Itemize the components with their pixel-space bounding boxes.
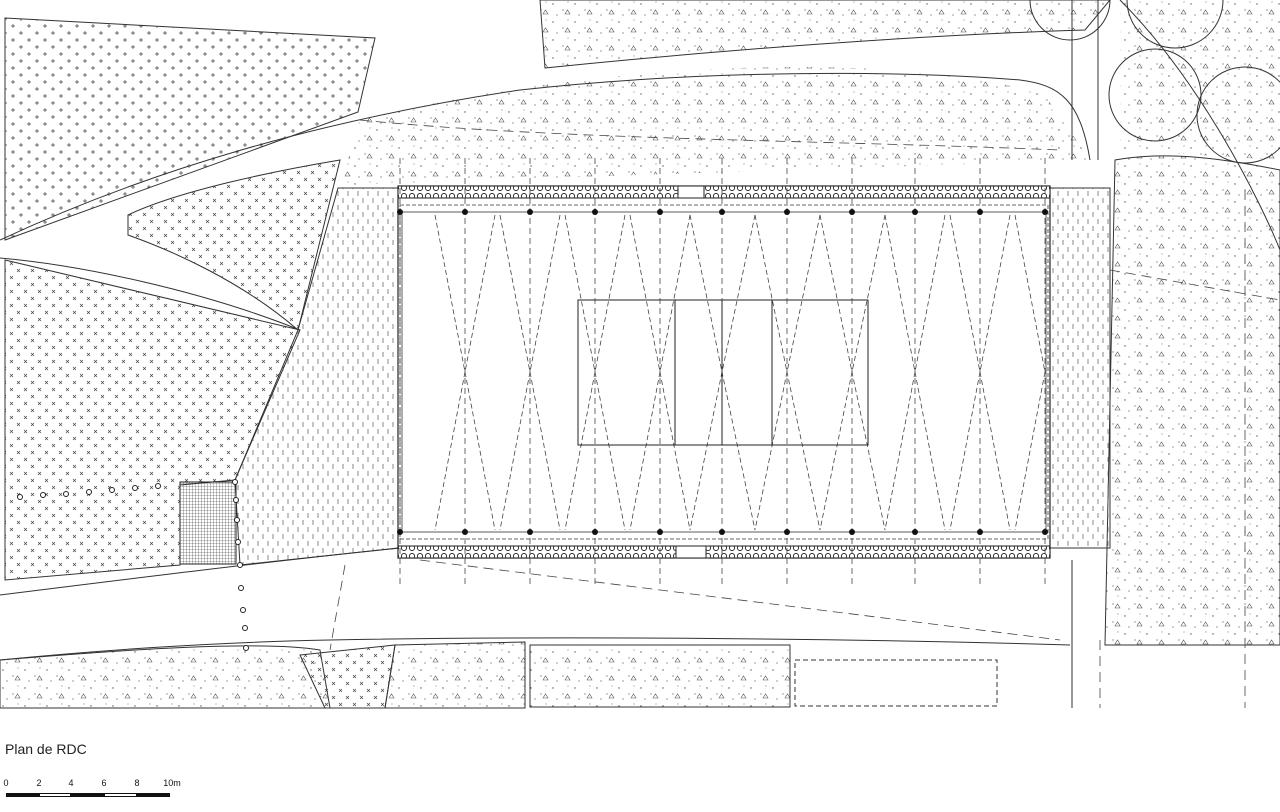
dashed-alignments: [329, 119, 1280, 708]
steel-post-icon: [462, 529, 468, 535]
steel-post-icon: [592, 209, 598, 215]
dashed-outline-south: [794, 659, 998, 707]
steel-post-icon: [977, 209, 983, 215]
steel-post-icon: [462, 209, 468, 215]
tree-circle-icon: [1126, 0, 1224, 49]
building-footprint: [397, 185, 1051, 559]
bollard-icon: [86, 489, 92, 495]
bollard-icon: [40, 492, 46, 498]
scale-label-6: 6: [101, 778, 107, 788]
structural-axes: [399, 158, 1046, 585]
lawn-north: [539, 0, 1111, 69]
trees: [1029, 0, 1280, 164]
scale-bar: 0 2 4 6 8 10m: [0, 778, 181, 808]
steel-post-icon: [397, 209, 403, 215]
central-court: [577, 299, 869, 446]
lawn-south-planter: [529, 644, 791, 708]
posts-south: [397, 529, 1048, 535]
scale-label-0: 0: [3, 778, 9, 788]
landscape-textures: [0, 0, 1280, 709]
steel-post-icon: [657, 209, 663, 215]
lawn-south: [384, 641, 526, 709]
bollard-icon: [233, 497, 239, 503]
steel-post-icon: [912, 209, 918, 215]
bollard-icon: [238, 585, 244, 591]
steel-post-icon: [784, 209, 790, 215]
bollard-icon: [63, 491, 69, 497]
steel-post-icon: [849, 529, 855, 535]
bollard-icon: [17, 494, 23, 500]
scale-label-8: 8: [134, 778, 140, 788]
bollards: [17, 479, 249, 651]
lawn-north-east: [1120, 0, 1280, 160]
lawn-south-west: [0, 645, 331, 709]
south-entrance-gap: [675, 545, 707, 559]
scale-segment: [137, 793, 170, 797]
tree-circle-icon: [1196, 66, 1280, 164]
court-outline: [577, 299, 869, 446]
north-door-gap: [677, 185, 705, 199]
bollard-icon: [237, 562, 243, 568]
grating-entrance-mat: [179, 481, 237, 565]
scale-segment: [71, 793, 104, 797]
bollard-icon: [109, 487, 115, 493]
steel-post-icon: [1042, 209, 1048, 215]
steel-post-icon: [784, 529, 790, 535]
paving-east-strip: [1047, 187, 1111, 549]
ground-floor-plan: [0, 0, 1280, 709]
drawing-caption: Plan de RDC: [5, 741, 87, 757]
scale-label-4: 4: [68, 778, 74, 788]
steel-post-icon: [719, 209, 725, 215]
posts-north: [397, 209, 1048, 215]
lawn-north-belt: [340, 67, 1090, 185]
bollard-icon: [242, 625, 248, 631]
bollard-icon: [155, 483, 161, 489]
planted-area-north-west: [4, 17, 376, 241]
bollard-icon: [243, 645, 249, 651]
south-wall-band: [397, 545, 1051, 559]
tree-circle-icon: [1029, 0, 1111, 41]
steel-post-icon: [527, 529, 533, 535]
bollard-icon: [240, 607, 246, 613]
circulation-lines: [0, 0, 1280, 708]
bollard-icon: [235, 539, 241, 545]
roof-structure: [434, 214, 1046, 531]
bollard-icon: [232, 479, 238, 485]
steel-post-icon: [527, 209, 533, 215]
scale-label-10m: 10m: [163, 778, 181, 788]
steel-post-icon: [977, 529, 983, 535]
bollard-icon: [234, 517, 240, 523]
scale-segment: [104, 793, 137, 797]
steel-post-icon: [657, 529, 663, 535]
scale-label-2: 2: [36, 778, 42, 788]
steel-post-icon: [592, 529, 598, 535]
bollard-icon: [132, 485, 138, 491]
steel-post-icon: [849, 209, 855, 215]
scale-segment: [39, 793, 71, 797]
scale-segment: [6, 793, 39, 797]
north-wall-band: [397, 185, 1051, 199]
building: [397, 158, 1051, 585]
steel-post-icon: [912, 529, 918, 535]
steel-post-icon: [397, 529, 403, 535]
steel-post-icon: [1042, 529, 1048, 535]
steel-post-icon: [719, 529, 725, 535]
lawn-east: [1104, 155, 1280, 646]
